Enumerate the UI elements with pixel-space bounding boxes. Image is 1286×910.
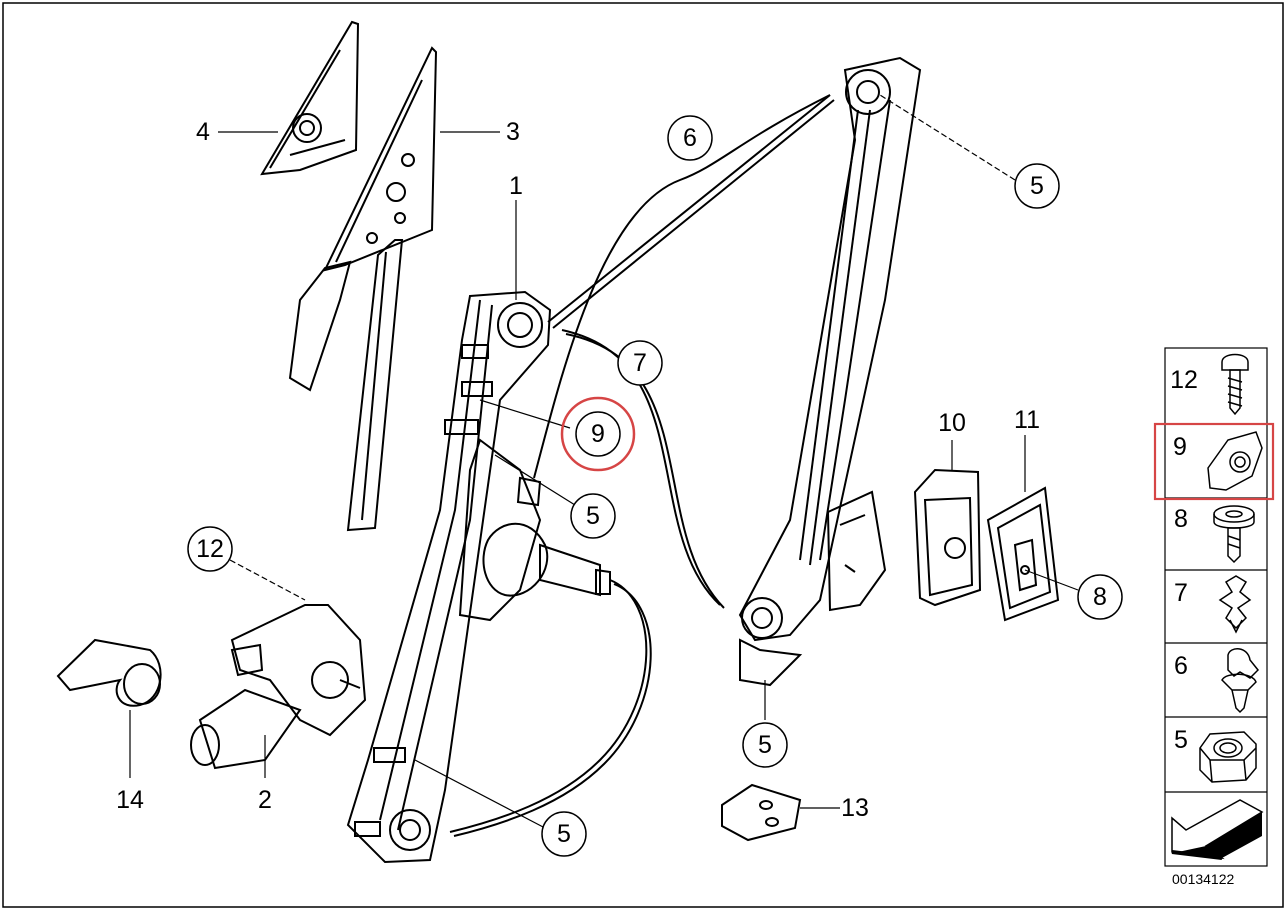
part-1-window-regulator <box>346 290 611 864</box>
bolt-icon <box>1213 505 1255 564</box>
svg-text:8: 8 <box>1093 583 1107 611</box>
callouts: 6 5 7 9 5 12 8 5 <box>187 115 1123 857</box>
legend-row-arrow[interactable] <box>1171 799 1264 860</box>
direction-arrow-icon <box>1171 799 1264 860</box>
label-14: 14 <box>116 786 144 814</box>
label-13: 13 <box>841 794 869 822</box>
svg-text:7: 7 <box>633 349 647 377</box>
fastener-legend: 12 9 8 <box>1153 347 1275 867</box>
label-11: 11 <box>1014 406 1040 434</box>
diagram-part-number: 00134122 <box>1172 871 1235 887</box>
label-3: 3 <box>506 118 520 146</box>
label-10: 10 <box>938 409 966 437</box>
callout-7: 7 <box>617 340 663 386</box>
callout-5-lower: 5 <box>742 722 788 768</box>
legend-row-6[interactable]: 6 <box>1174 648 1260 714</box>
expanding-rivet-icon <box>1221 648 1260 714</box>
callout-5-bottom: 5 <box>541 811 587 857</box>
svg-text:9: 9 <box>1173 433 1187 461</box>
callout-8: 8 <box>1077 574 1123 620</box>
part-3-door-frame-trim <box>288 46 438 532</box>
label-1: 1 <box>509 172 523 200</box>
svg-text:9: 9 <box>591 420 605 448</box>
callout-5-mid: 5 <box>570 493 616 539</box>
part-11-bracket-plate <box>986 486 1060 622</box>
svg-text:5: 5 <box>586 502 600 530</box>
part-13-bracket <box>721 783 802 842</box>
part-4-mirror-trim <box>260 20 360 176</box>
svg-text:5: 5 <box>1174 726 1188 754</box>
svg-text:6: 6 <box>1174 652 1188 680</box>
svg-text:5: 5 <box>1030 172 1044 200</box>
part-10-bracket-plate <box>913 468 982 607</box>
svg-text:5: 5 <box>557 820 571 848</box>
svg-text:8: 8 <box>1174 505 1188 533</box>
part-labels: 4 3 1 14 2 13 10 11 <box>116 118 1040 822</box>
callout-6: 6 <box>667 115 713 161</box>
legend-highlight-box <box>1153 422 1275 501</box>
legend-row-9[interactable]: 9 <box>1153 422 1275 501</box>
legend-row-12[interactable]: 12 <box>1170 353 1249 416</box>
part-2-window-motor <box>190 604 367 770</box>
screw-icon <box>1221 353 1249 416</box>
leader-lines <box>129 94 1079 829</box>
svg-text:6: 6 <box>683 124 697 152</box>
callout-12: 12 <box>187 526 233 572</box>
hex-nut-icon <box>1199 731 1257 783</box>
highlight-ring <box>560 396 636 472</box>
regulator-guide-rail <box>738 56 922 687</box>
svg-text:7: 7 <box>1174 579 1188 607</box>
svg-text:12: 12 <box>196 535 224 563</box>
callout-9-highlighted: 9 <box>560 396 636 472</box>
label-2: 2 <box>258 786 272 814</box>
legend-row-7[interactable]: 7 <box>1174 575 1252 634</box>
svg-text:12: 12 <box>1170 366 1198 394</box>
part-14-tape-wrap <box>56 638 162 707</box>
regulator-cables <box>449 94 835 837</box>
legend-row-8[interactable]: 8 <box>1174 505 1255 564</box>
label-4: 4 <box>196 118 210 146</box>
svg-text:5: 5 <box>758 731 772 759</box>
clip-icon <box>1207 431 1263 491</box>
spreader-clip-icon <box>1218 575 1252 634</box>
callout-5-top: 5 <box>1014 163 1060 209</box>
legend-row-5[interactable]: 5 <box>1174 726 1257 783</box>
